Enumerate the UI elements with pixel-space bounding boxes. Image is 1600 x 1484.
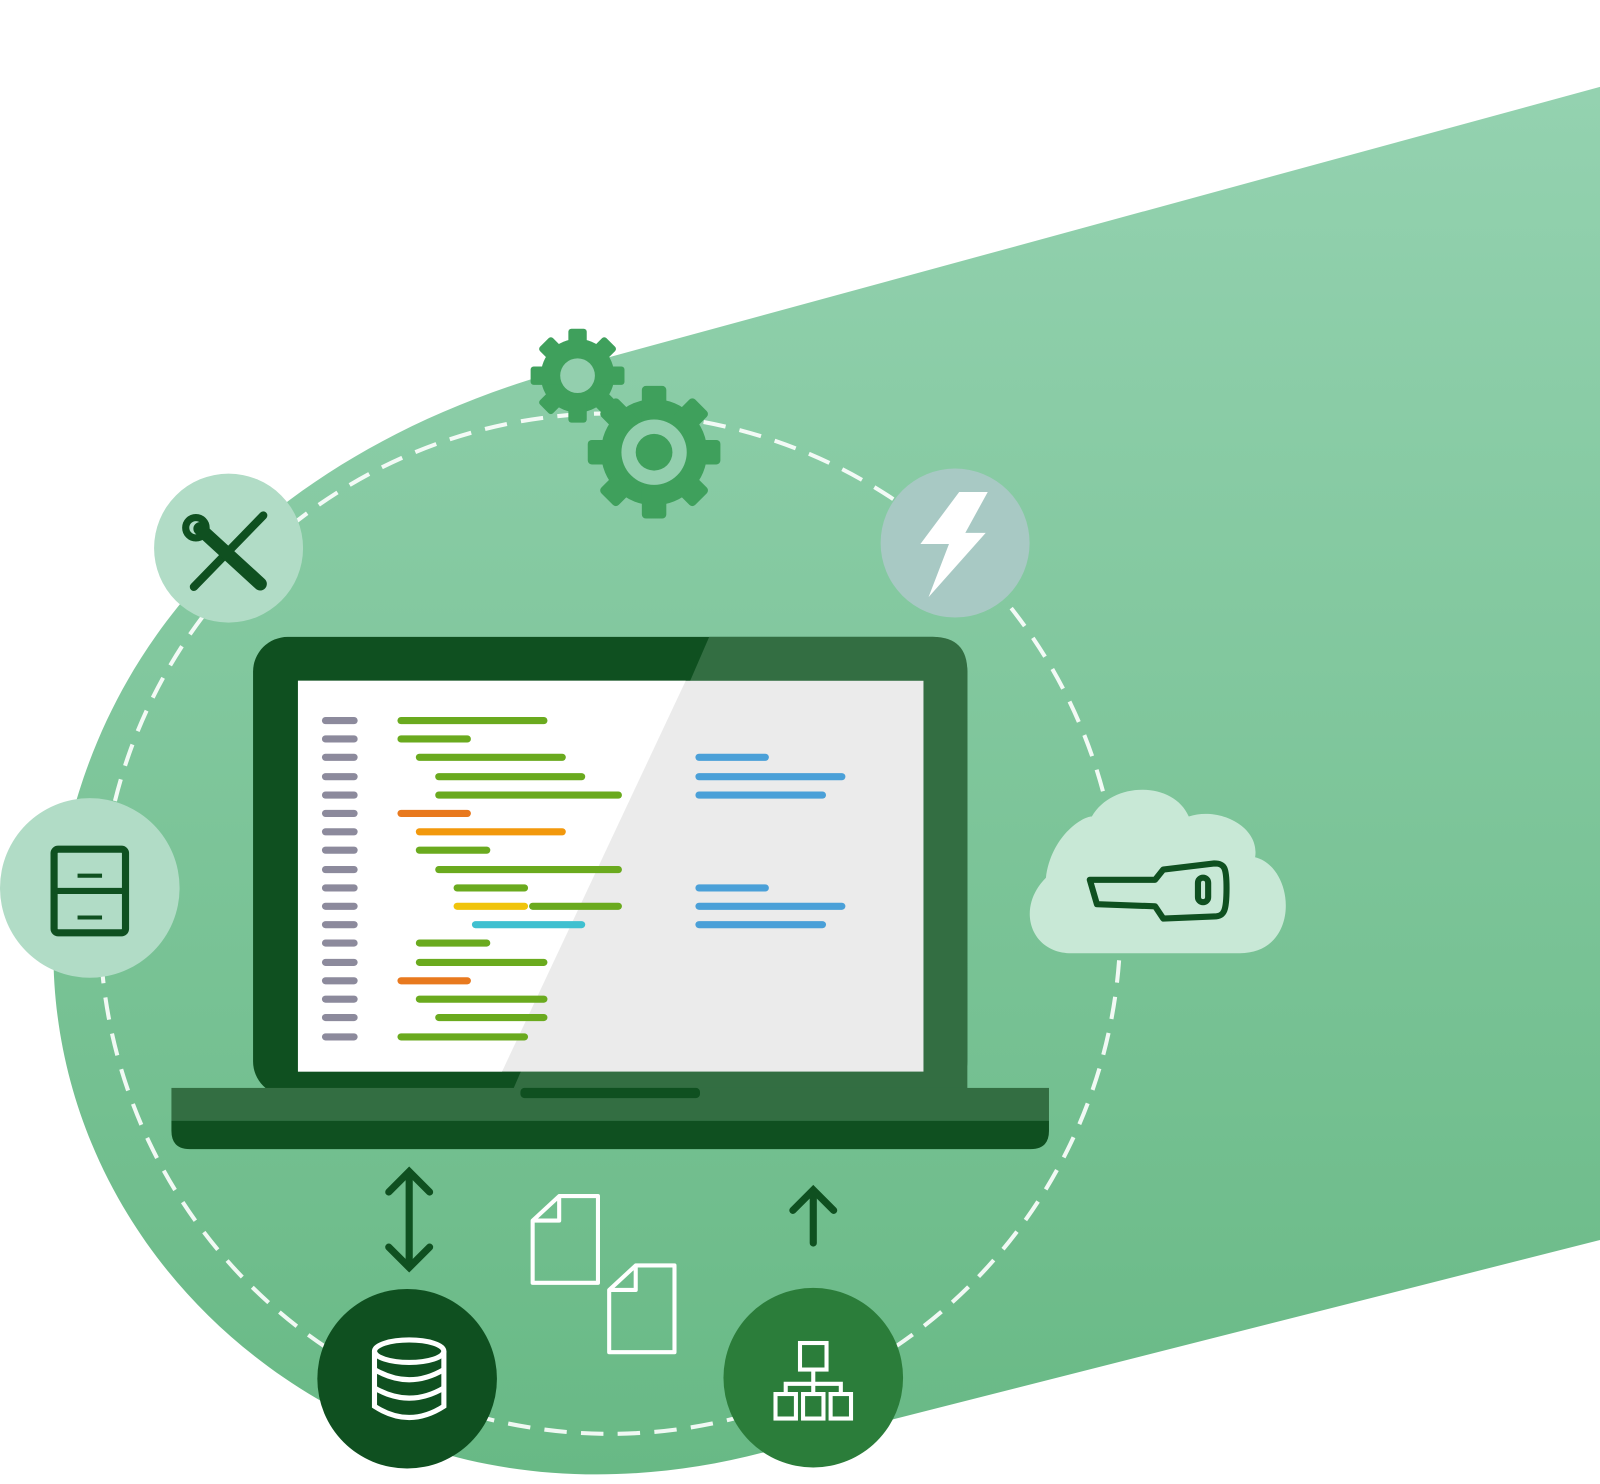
gears-icon [530,328,721,519]
database-icon[interactable] [317,1288,497,1469]
tools-icon[interactable] [154,473,304,623]
cabinet-icon[interactable] [0,798,180,978]
code-lines [321,717,846,1041]
network-icon[interactable] [723,1287,904,1468]
bidirectional-arrow-icon [385,1166,434,1273]
lightning-icon[interactable] [880,468,1030,618]
documents-icon [530,1194,677,1355]
cloud-key-icon[interactable] [1029,789,1286,954]
up-arrow-icon [789,1184,838,1247]
laptop-icon [171,636,1049,1150]
